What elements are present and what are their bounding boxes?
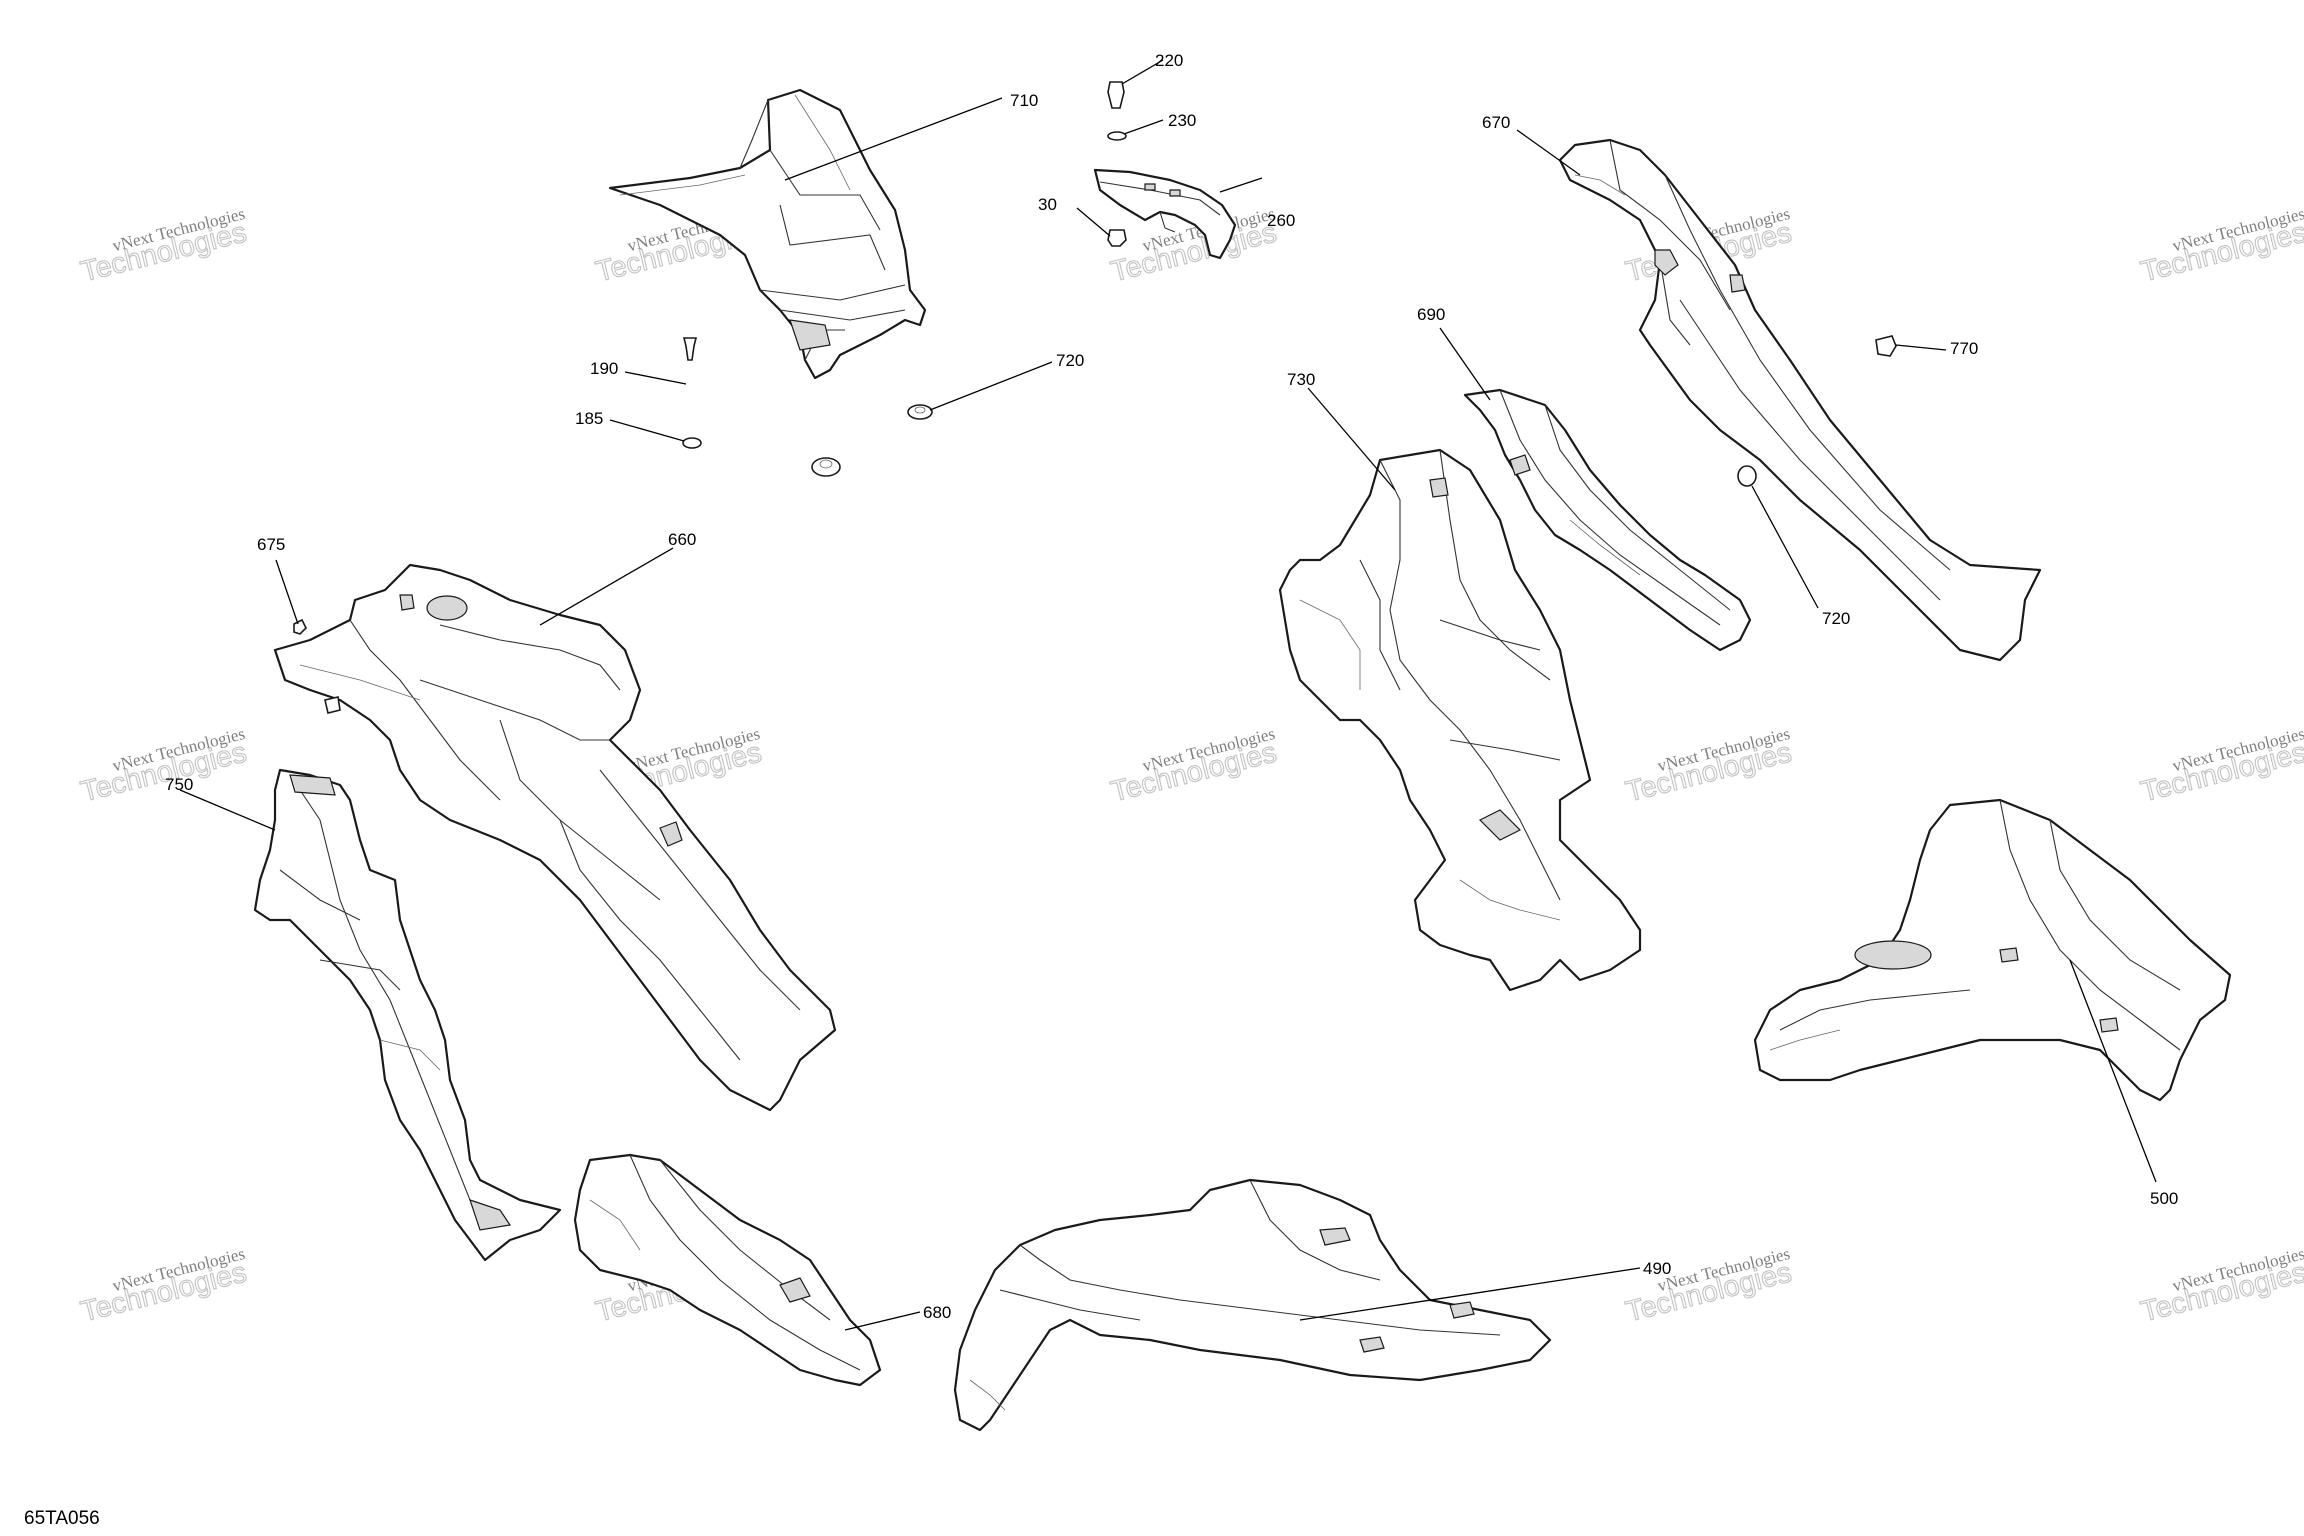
callout-675: 675 bbox=[257, 535, 285, 554]
hardware-230-washer bbox=[1107, 131, 1127, 141]
hardware-720-grommet-top bbox=[907, 404, 933, 420]
callout-730: 730 bbox=[1287, 370, 1315, 389]
callout-690: 690 bbox=[1417, 305, 1445, 324]
hardware-720-nut-right bbox=[1737, 465, 1757, 487]
callout-190: 190 bbox=[590, 359, 618, 378]
hardware-30-nut bbox=[1107, 229, 1127, 247]
part-730 bbox=[1278, 448, 1642, 992]
callout-185: 185 bbox=[575, 409, 603, 428]
callout-230: 230 bbox=[1168, 111, 1196, 130]
callout-670: 670 bbox=[1482, 113, 1510, 132]
hardware-190-screw bbox=[682, 337, 698, 361]
part-710 bbox=[608, 88, 927, 380]
hardware-185-washer bbox=[682, 437, 702, 449]
part-690 bbox=[1463, 388, 1752, 652]
hardware-grommet-lower bbox=[811, 457, 841, 477]
callout-660: 660 bbox=[668, 530, 696, 549]
hardware-220-bolt bbox=[1107, 81, 1125, 109]
part-680 bbox=[573, 1153, 882, 1387]
hardware-770-clip bbox=[1875, 335, 1897, 357]
callout-labels: 710 220 230 30 260 670 690 730 770 720 7… bbox=[165, 51, 2178, 1322]
callout-720-top: 720 bbox=[1056, 351, 1084, 370]
part-490 bbox=[953, 1178, 1552, 1432]
part-660 bbox=[273, 563, 837, 1112]
callout-770: 770 bbox=[1950, 339, 1978, 358]
part-500 bbox=[1753, 798, 2232, 1102]
callout-500: 500 bbox=[2150, 1189, 2178, 1208]
callout-30: 30 bbox=[1038, 195, 1057, 214]
hardware-clip-660 bbox=[324, 696, 341, 714]
part-670 bbox=[1558, 138, 2042, 662]
part-750 bbox=[253, 768, 562, 1262]
diagram-reference-code: 65TA056 bbox=[24, 1508, 100, 1529]
callout-220: 220 bbox=[1155, 51, 1183, 70]
leader-lines bbox=[179, 59, 2157, 1331]
callout-750: 750 bbox=[165, 775, 193, 794]
callout-710: 710 bbox=[1010, 91, 1038, 110]
callout-490: 490 bbox=[1643, 1259, 1671, 1278]
callout-680: 680 bbox=[923, 1303, 951, 1322]
callout-260: 260 bbox=[1267, 211, 1295, 230]
hardware-675-screw bbox=[293, 618, 307, 635]
callout-720-right: 720 bbox=[1822, 609, 1850, 628]
part-260-bracket bbox=[1093, 168, 1237, 260]
